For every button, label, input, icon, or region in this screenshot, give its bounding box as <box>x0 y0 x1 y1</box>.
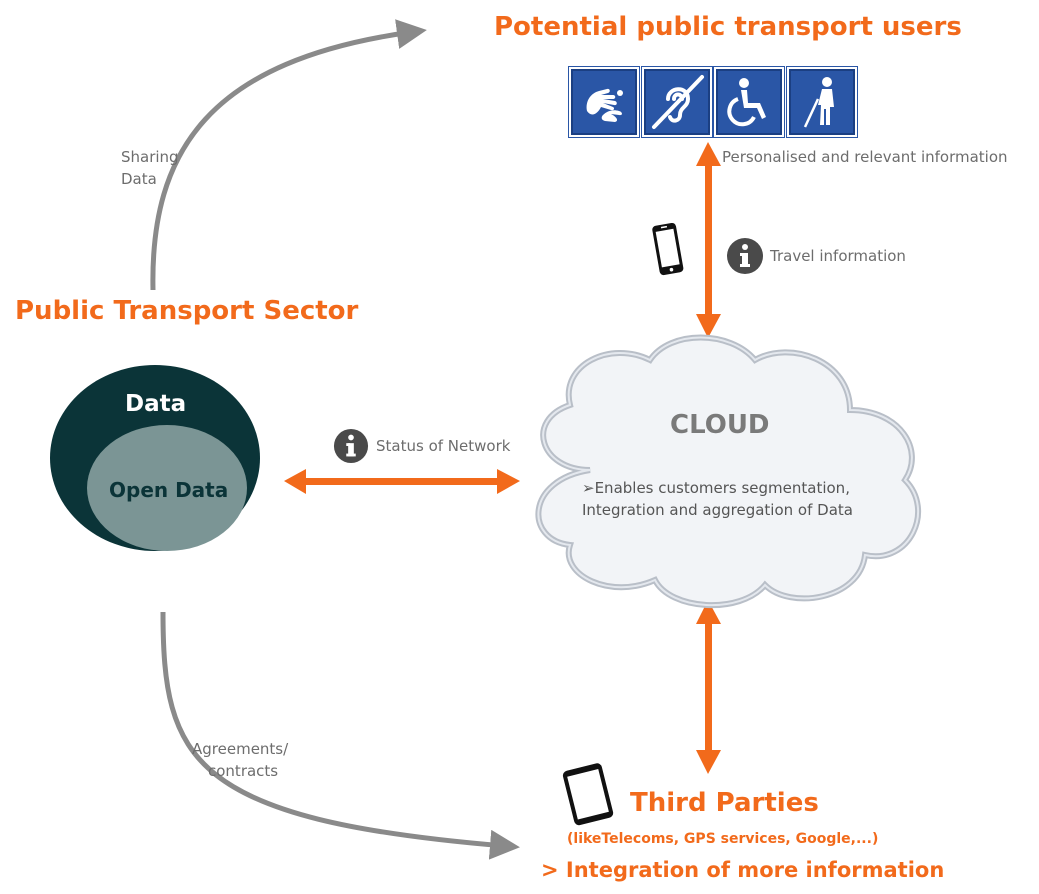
agreements-label-line2: contracts <box>208 762 279 780</box>
hearing-impaired-icon <box>642 67 712 137</box>
wheelchair-icon <box>714 67 784 137</box>
cloud-shape <box>535 334 922 608</box>
cloud-title: CLOUD <box>670 410 770 440</box>
info-icon <box>726 237 764 275</box>
cloud-line2: Integration and aggregation of Data <box>582 501 853 519</box>
public-transport-sector-title: Public Transport Sector <box>15 296 359 326</box>
users-cloud-double-arrow <box>696 142 721 338</box>
sector-cloud-double-arrow <box>284 469 520 494</box>
agreements-arrow <box>160 611 520 860</box>
cloud-thirdparties-double-arrow <box>696 600 721 774</box>
cloud-line1: ➢Enables customers segmentation, <box>582 479 850 497</box>
info-icon <box>333 428 369 464</box>
open-data-label: Open Data <box>109 478 229 502</box>
open-data-inner-circle <box>87 425 247 551</box>
status-of-network-label: Status of Network <box>376 437 511 455</box>
data-label: Data <box>125 391 187 417</box>
personalised-info-label: Personalised and relevant information <box>722 148 1008 166</box>
sharing-data-label-line1: Sharing <box>121 148 179 166</box>
blind-person-icon <box>787 67 857 137</box>
potential-users-title: Potential public transport users <box>494 12 962 42</box>
sign-language-icon <box>569 67 639 137</box>
sharing-data-label-line2: Data <box>121 170 157 188</box>
sharing-data-arrow <box>150 19 427 291</box>
smartphone-icon <box>650 222 686 278</box>
third-parties-title: Third Parties <box>630 788 819 818</box>
travel-information-label: Travel information <box>770 247 906 265</box>
integration-more-info-title: > Integration of more information <box>541 858 945 882</box>
agreements-label-line1: Agreements/ <box>192 740 289 758</box>
third-parties-examples: (likeTelecoms, GPS services, Google,...) <box>567 831 879 847</box>
cloud-line1-text: Enables customers segmentation, <box>594 479 850 497</box>
cloud-bullet-icon: ➢ <box>582 479 595 497</box>
tablet-icon <box>558 762 620 826</box>
